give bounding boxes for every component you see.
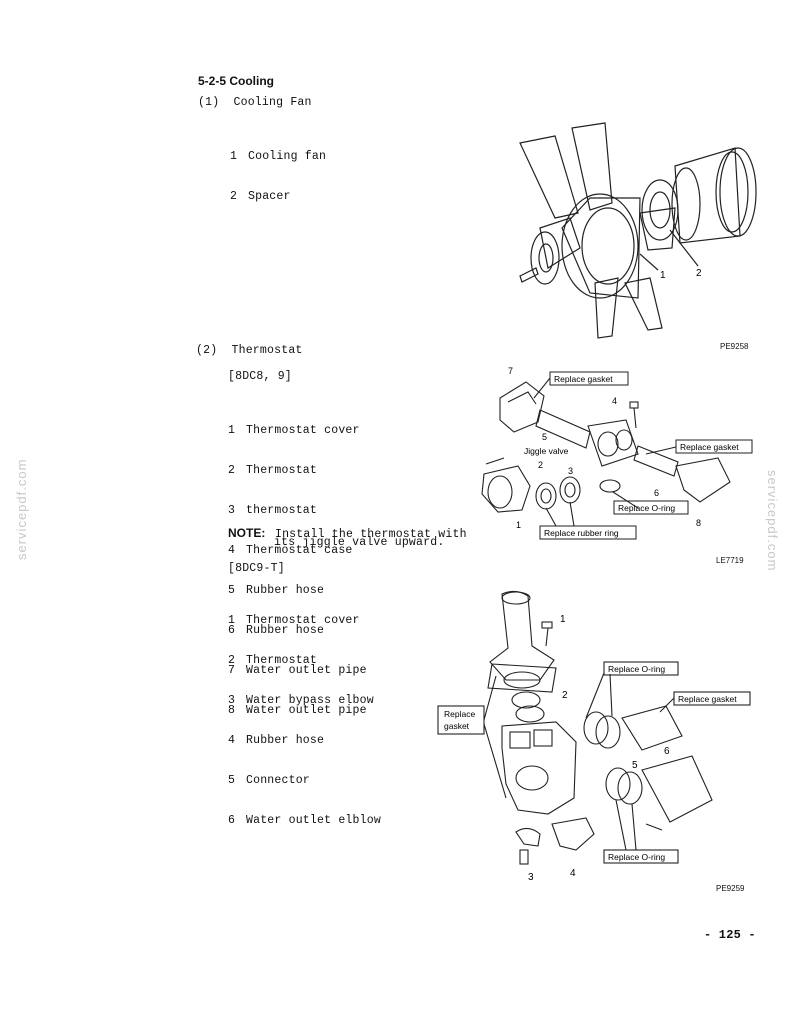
section-title: 5-2-5 Cooling	[198, 74, 275, 88]
callout-3: 3	[528, 872, 534, 883]
callout-1: 1	[560, 614, 566, 625]
model-8dc8-9: [8DC8, 9]	[228, 370, 292, 383]
watermark-right: servicepdf.com	[765, 470, 780, 572]
fan-blade	[519, 135, 579, 219]
note-line-2: its jiggle valve upward.	[274, 536, 445, 549]
thermostat-figure-8dc8-9: Replace gasket Jiggle valve Replace gask…	[481, 366, 753, 540]
fan-blade	[571, 122, 613, 211]
thermostat-figure-8dc9-t: Replace O-ring Replace gasket Replace ga…	[437, 590, 751, 883]
fan-blade	[594, 277, 619, 339]
fan-shroud	[561, 193, 639, 299]
label-replace-rubber-ring: Replace rubber ring	[544, 528, 619, 538]
thermostat-a-figure-code: LE7719	[716, 556, 744, 565]
callout-1: 1	[516, 520, 521, 530]
callout-2: 2	[562, 690, 568, 701]
label-replace-gasket-left-1: Replace	[444, 709, 475, 719]
thermostat-b-figure-code: PE9259	[716, 884, 745, 893]
fan-blade	[639, 207, 676, 251]
callout-5: 5	[542, 432, 547, 442]
callout-2: 2	[696, 268, 702, 279]
note: NOTE: Install the thermostat with	[228, 522, 467, 541]
callout-8: 8	[696, 518, 701, 528]
model-8dc9-t: [8DC9-T]	[228, 562, 285, 575]
callout-5: 5	[632, 760, 638, 771]
callout-1: 1	[660, 270, 666, 281]
label-replace-gasket-right: Replace gasket	[678, 694, 737, 704]
label-replace-oring-bottom: Replace O-ring	[608, 852, 665, 862]
callout-4: 4	[570, 868, 576, 879]
note-line-1: Install the thermostat with	[274, 528, 467, 541]
callout-6: 6	[664, 746, 670, 757]
cooling-fan-figure: 1 2	[519, 122, 757, 339]
label-replace-gasket-top: Replace gasket	[554, 374, 613, 384]
label-replace-oring-top: Replace O-ring	[608, 664, 665, 674]
label-replace-gasket-left-2: gasket	[444, 721, 470, 731]
label-jiggle-valve: Jiggle valve	[524, 446, 569, 456]
fan-blade	[539, 217, 581, 269]
label-replace-oring: Replace O-ring	[618, 503, 675, 513]
callout-4: 4	[612, 396, 617, 406]
page-number: - 125 -	[704, 928, 756, 942]
fan-blade	[624, 277, 663, 331]
callout-6: 6	[654, 488, 659, 498]
fan-heading: (1) Cooling Fan	[198, 96, 312, 109]
callout-2: 2	[538, 460, 543, 470]
note-label: NOTE:	[228, 526, 266, 540]
callout-7: 7	[508, 366, 513, 376]
callout-3: 3	[568, 466, 573, 476]
watermark-left: servicepdf.com	[14, 458, 29, 560]
label-replace-gasket-right: Replace gasket	[680, 442, 739, 452]
thermostat-heading: (2) Thermostat	[196, 344, 303, 357]
fan-figure-code: PE9258	[720, 342, 749, 351]
